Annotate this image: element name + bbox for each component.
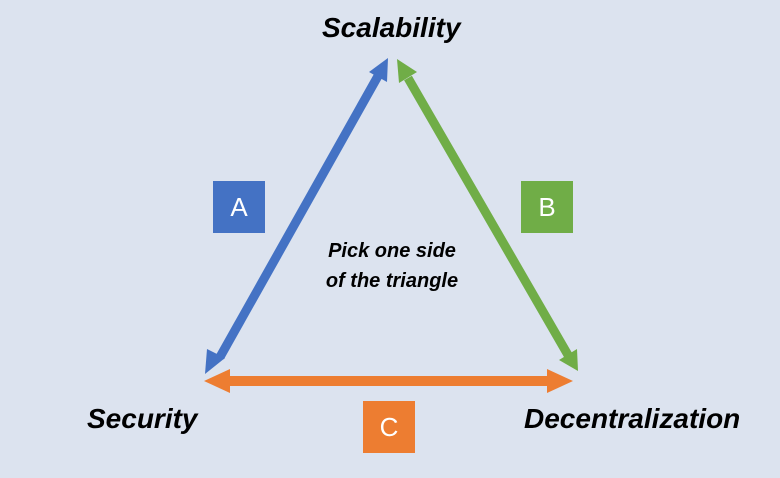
- center-caption-line-2: of the triangle: [325, 270, 459, 292]
- side-badge-c: C: [363, 401, 415, 453]
- arrow-side-a: [205, 58, 388, 374]
- side-badge-b: B: [521, 181, 573, 233]
- arrow-side-c: [204, 369, 573, 393]
- vertex-label-decentralization: Decentralization: [524, 403, 741, 434]
- center-caption: Pick one side of the triangle: [292, 236, 492, 296]
- arrow-side-b: [397, 59, 578, 371]
- vertex-label-scalability: Scalability: [322, 12, 461, 43]
- side-badge-a: A: [213, 181, 265, 233]
- vertex-label-security: Security: [87, 403, 198, 434]
- center-caption-line-1: Pick one side: [328, 240, 456, 262]
